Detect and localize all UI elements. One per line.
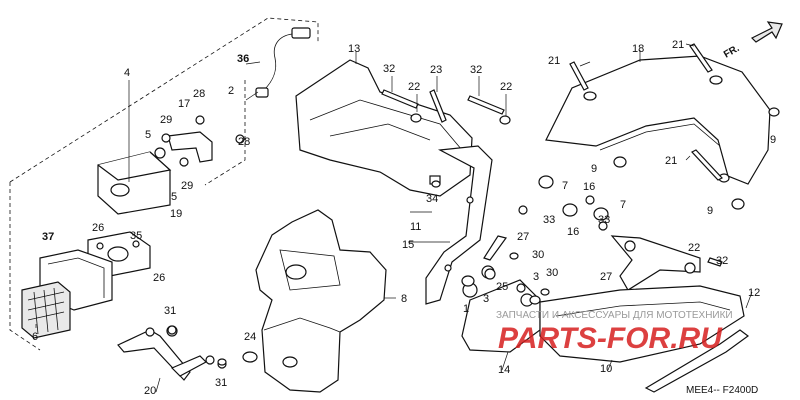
callout-32-mid: 32 — [470, 64, 482, 76]
taillight-assembly-outline — [9, 17, 319, 351]
callout-33-right: 33 — [598, 214, 610, 226]
callout-10: 10 — [600, 363, 612, 375]
callout-18: 18 — [632, 43, 644, 55]
callout-27-right: 27 — [600, 271, 612, 283]
direction-label: FR. — [722, 43, 742, 61]
callout-30-top: 30 — [532, 249, 544, 261]
callout-19: 19 — [170, 208, 182, 220]
rear-fender-lower-part — [255, 209, 387, 393]
callout-22-right: 22 — [688, 242, 700, 254]
callout-30-bottom: 30 — [546, 267, 558, 279]
leader-lines — [35, 43, 753, 393]
callout-26-left: 26 — [92, 222, 104, 234]
taillight-housing-part — [97, 151, 172, 215]
diagram-reference-code: MEE4-- F2400D — [686, 385, 758, 396]
callout-27-left: 27 — [517, 231, 529, 243]
callout-13: 13 — [348, 43, 360, 55]
callout-29-bottom: 29 — [181, 180, 193, 192]
rear-hugger-part — [545, 43, 780, 210]
watermark: ЗАПЧАСТИ И АКСЕССУАРЫ ДЛЯ МОТОТЕХНИКИ PA… — [496, 310, 733, 355]
callout-9-bottom: 9 — [707, 205, 713, 217]
callout-1: 1 — [463, 303, 469, 315]
callout-32-right: 32 — [716, 255, 728, 267]
callout-21-left: 21 — [548, 55, 560, 67]
reflector-part — [21, 281, 71, 339]
callout-16-bottom: 16 — [567, 226, 579, 238]
callout-21-top: 21 — [672, 39, 684, 51]
small-hardware-parts — [167, 180, 550, 366]
side-strip-part — [644, 329, 750, 393]
mount-bracket-part — [598, 221, 723, 291]
callout-31-bottom: 31 — [215, 377, 227, 389]
fender-bracket-part — [425, 145, 493, 305]
front-direction-arrow: FR. — [722, 21, 783, 61]
callout-3-left: 3 — [483, 293, 489, 305]
callout-7-left: 7 — [562, 180, 568, 192]
callout-5-top: 5 — [145, 129, 151, 141]
watermark-brand: PARTS-FOR.RU — [498, 322, 723, 355]
grommet-part — [242, 351, 258, 363]
callout-3-right: 3 — [533, 271, 539, 283]
callout-5-bottom: 5 — [171, 191, 177, 203]
callout-28-right: 28 — [238, 136, 250, 148]
callout-31-top: 31 — [164, 305, 176, 317]
callout-34: 34 — [426, 193, 438, 205]
upper-bolts-part — [381, 89, 609, 221]
callout-22-mid: 22 — [500, 81, 512, 93]
watermark-text: ЗАПЧАСТИ И АКСЕССУАРЫ ДЛЯ МОТОТЕХНИКИ — [496, 310, 733, 321]
callout-14: 14 — [498, 364, 510, 376]
callout-4: 4 — [124, 67, 130, 79]
callout-24: 24 — [244, 331, 256, 343]
callout-11: 11 — [410, 221, 421, 233]
callout-9-left: 9 — [591, 163, 597, 175]
callout-22-left: 22 — [408, 81, 420, 93]
callout-29-top: 29 — [160, 114, 172, 126]
callout-8: 8 — [401, 293, 407, 305]
callout-15: 15 — [402, 239, 414, 251]
callout-37: 37 — [42, 231, 54, 243]
callout-6: 6 — [32, 331, 38, 343]
callout-33-left: 33 — [543, 214, 555, 226]
callout-12: 12 — [748, 287, 760, 299]
light-bracket-part — [154, 115, 245, 167]
callout-32-left: 32 — [383, 63, 395, 75]
callout-28-top: 28 — [193, 88, 205, 100]
rear-fender-upper-part — [295, 59, 473, 197]
callout-2: 2 — [228, 85, 234, 97]
callout-7-right: 7 — [620, 199, 626, 211]
callout-9-right: 9 — [770, 134, 776, 146]
callout-20: 20 — [144, 385, 156, 397]
callout-35: 35 — [130, 230, 142, 242]
callout-16-top: 16 — [583, 181, 595, 193]
callout-21-bottom: 21 — [665, 155, 677, 167]
callout-36: 36 — [237, 53, 249, 65]
callout-23: 23 — [430, 64, 442, 76]
callout-25: 25 — [496, 281, 508, 293]
callout-17: 17 — [178, 98, 190, 110]
callout-labels: 4 36 2 28 17 28 29 5 29 5 19 26 35 26 37… — [32, 39, 776, 397]
under-cover-part — [539, 285, 745, 363]
callout-26-right: 26 — [153, 272, 165, 284]
wire-harness-part — [255, 27, 311, 98]
